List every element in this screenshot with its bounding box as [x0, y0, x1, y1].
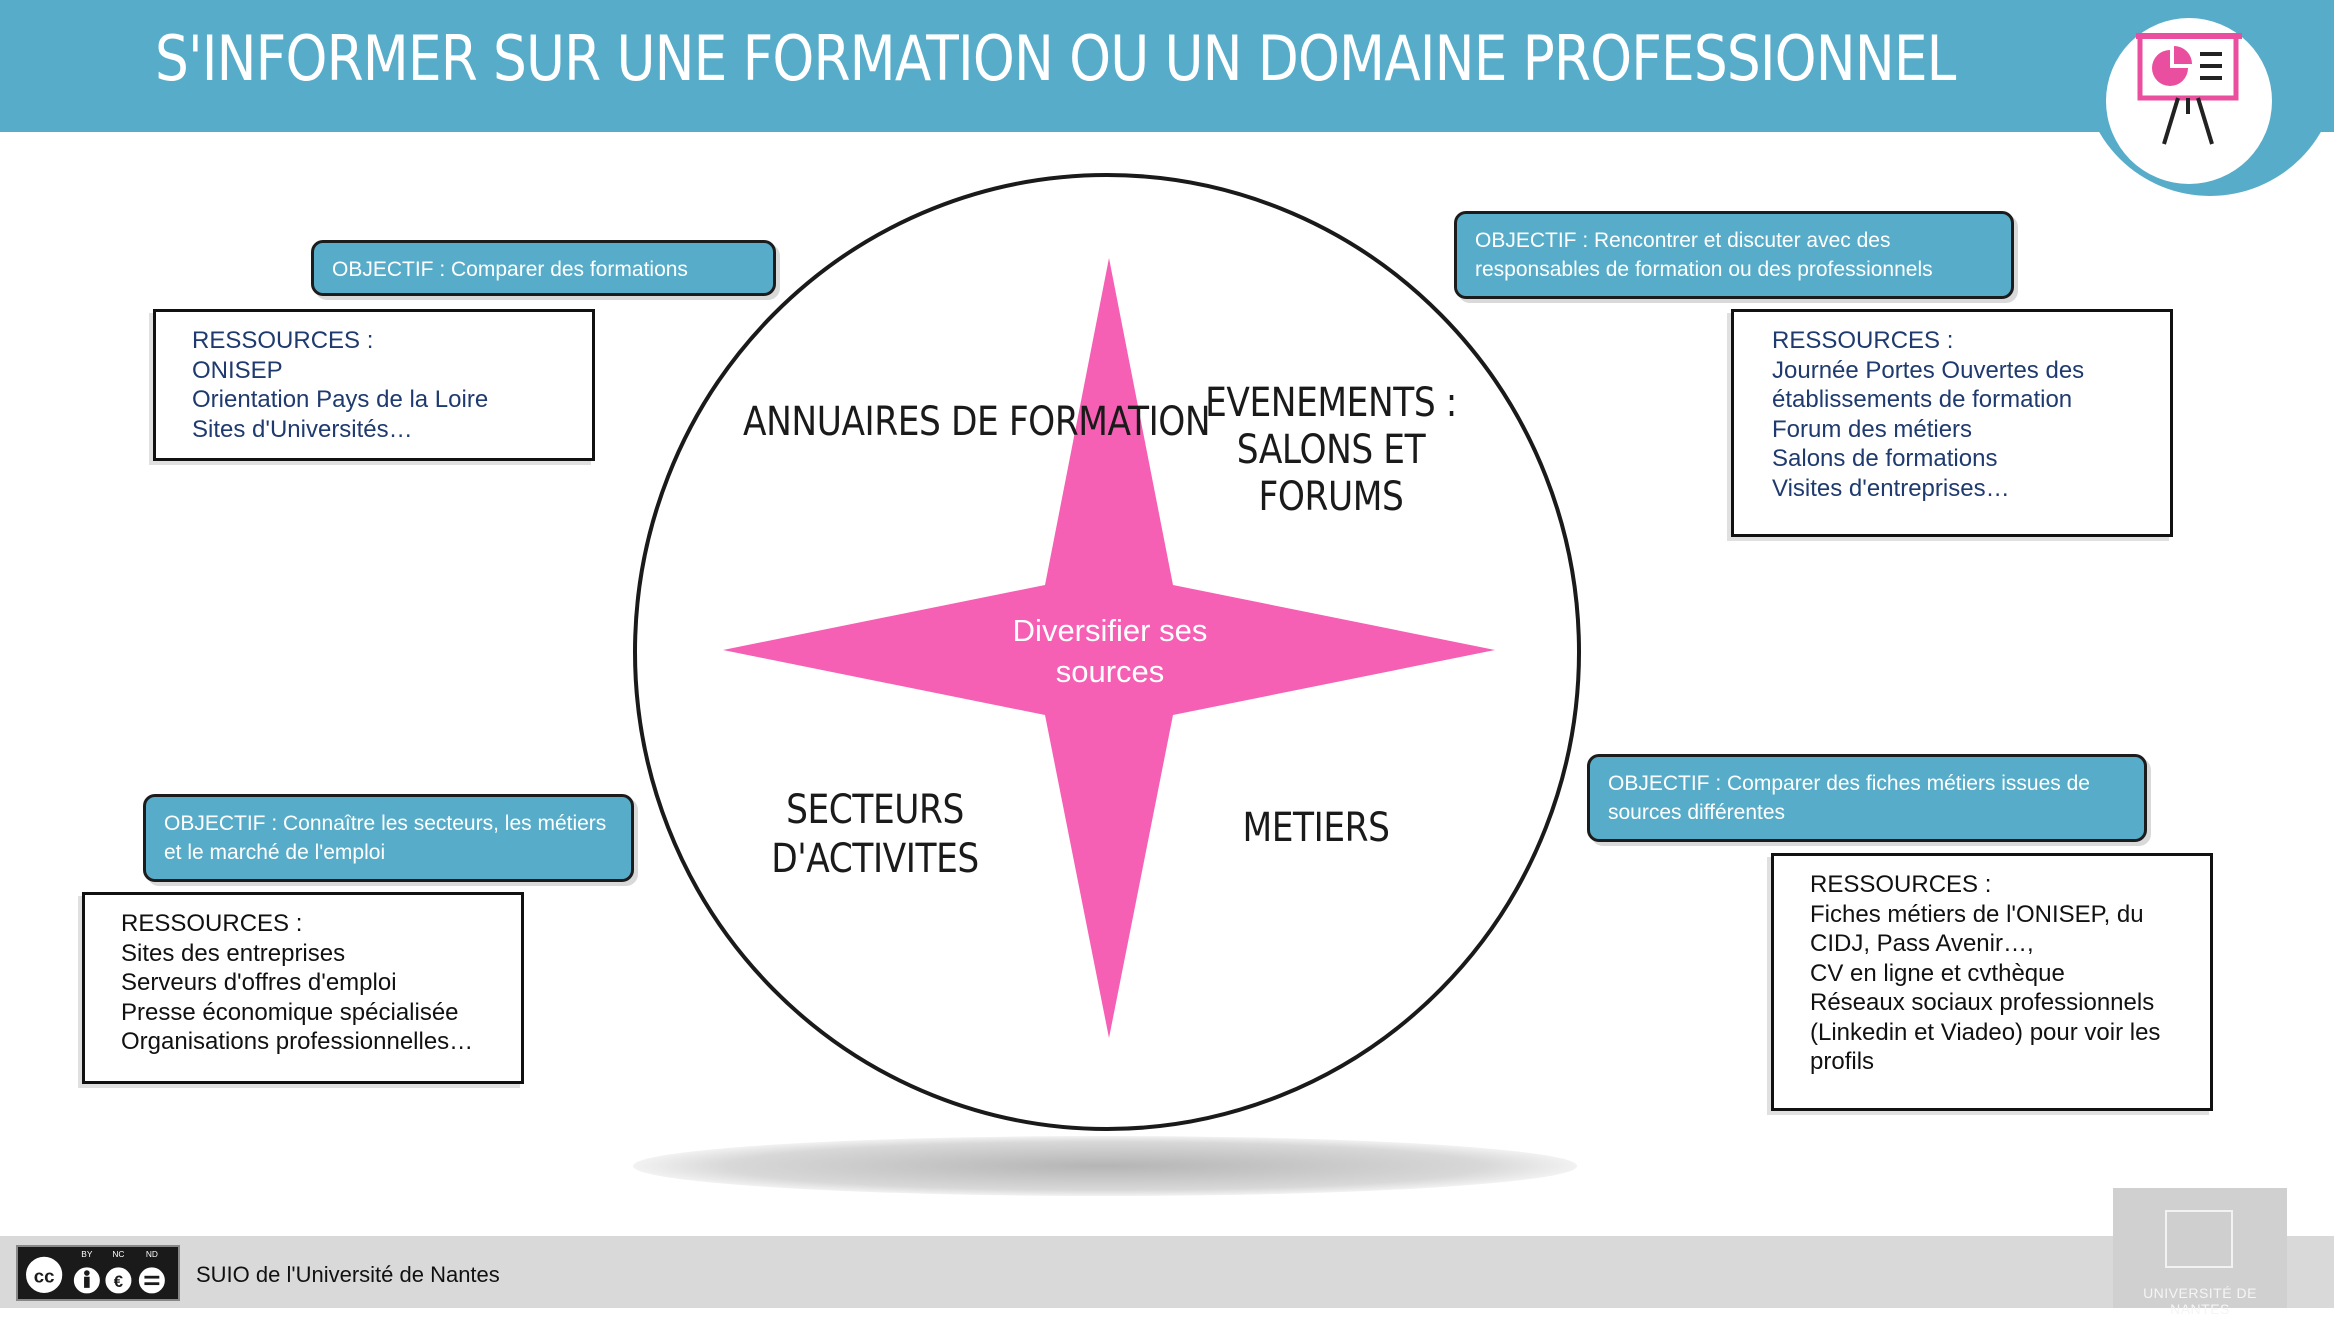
svg-text:€: € [114, 1272, 123, 1291]
resources-top-left: RESSOURCES : ONISEP Orientation Pays de … [153, 309, 595, 461]
resources-title: RESSOURCES : [192, 327, 374, 354]
resource-item: Visites d'entreprises… [1772, 474, 2010, 502]
resource-item: Serveurs d'offres d'emploi [121, 969, 397, 996]
resource-item: (Linkedin et Viadeo) pour voir les [1810, 1018, 2161, 1046]
section-label-annuaires: ANNUAIRES DE FORMATION [743, 399, 1211, 445]
license-label-nd: ND [146, 1249, 158, 1259]
header-bar: S'INFORMER SUR UNE FORMATION OU UN DOMAI… [0, 0, 2334, 132]
resource-item: établissements de formation [1772, 386, 2073, 413]
objective-top-right-text: OBJECTIF : Rencontrer et discuter avec d… [1475, 229, 1933, 281]
creative-commons-license-icon[interactable]: BY NC ND cc € [16, 1245, 180, 1301]
section-label-secteurs: SECTEURS D'ACTIVITES [771, 787, 979, 882]
resources-title: RESSOURCES : [1772, 327, 1954, 354]
license-label-by: BY [81, 1249, 93, 1259]
resource-item: Organisations professionnelles… [121, 1028, 474, 1055]
objective-top-left-text: OBJECTIF : Comparer des formations [332, 258, 688, 281]
university-logo-mark-icon [2165, 1210, 2233, 1268]
resources-top-right: RESSOURCES : Journée Portes Ouvertes des… [1731, 309, 2173, 537]
resource-item: Journée Portes Ouvertes des [1772, 356, 2085, 384]
section-label-evenements: EVENEMENTS : SALONS ET FORUMS [1205, 380, 1457, 520]
objective-bottom-left: OBJECTIF : Connaître les secteurs, les m… [143, 794, 634, 882]
resources-title: RESSOURCES : [121, 910, 303, 937]
page-title: S'INFORMER SUR UNE FORMATION OU UN DOMAI… [155, 22, 1956, 95]
objective-top-left: OBJECTIF : Comparer des formations [311, 240, 776, 296]
resource-item: profils [1810, 1048, 1875, 1075]
section-label-metiers: METIERS [1242, 805, 1390, 851]
compass-star [723, 258, 1495, 1038]
presentation-board-icon [2136, 33, 2242, 145]
resources-title: RESSOURCES : [1810, 871, 1992, 898]
objective-top-right: OBJECTIF : Rencontrer et discuter avec d… [1454, 211, 2014, 299]
resource-item: Sites d'Universités… [192, 415, 413, 443]
resource-item: ONISEP [192, 356, 283, 384]
resource-item: CIDJ, Pass Avenir…, [1810, 930, 2034, 957]
objective-bottom-right-text: OBJECTIF : Comparer des fiches métiers i… [1608, 772, 2090, 824]
resource-item: Orientation Pays de la Loire [192, 386, 489, 413]
objective-bottom-right: OBJECTIF : Comparer des fiches métiers i… [1587, 754, 2147, 842]
resources-bottom-right: RESSOURCES : Fiches métiers de l'ONISEP,… [1771, 853, 2213, 1111]
license-label-nc: NC [112, 1249, 124, 1259]
resource-item: Presse économique spécialisée [121, 998, 459, 1026]
university-name: UNIVERSITÉ DE NANTES [2143, 1285, 2257, 1317]
center-text: Diversifier ses sources [1012, 613, 1208, 689]
footer-credit: SUIO de l'Université de Nantes [196, 1262, 500, 1287]
resource-item: Réseaux sociaux professionnels [1810, 989, 2155, 1016]
resource-item: Forum des métiers [1772, 415, 1973, 443]
resources-bottom-left: RESSOURCES : Sites des entreprises Serve… [82, 892, 524, 1084]
svg-text:cc: cc [34, 1265, 55, 1286]
floor-shadow [633, 1136, 1577, 1196]
resource-item: Sites des entreprises [121, 939, 346, 967]
footer-bar [0, 1236, 2334, 1308]
resource-item: Fiches métiers de l'ONISEP, du [1810, 900, 2144, 928]
objective-bottom-left-text: OBJECTIF : Connaître les secteurs, les m… [164, 812, 607, 864]
resource-item: Salons de formations [1772, 445, 1998, 472]
resource-item: CV en ligne et cvthèque [1810, 959, 2065, 987]
